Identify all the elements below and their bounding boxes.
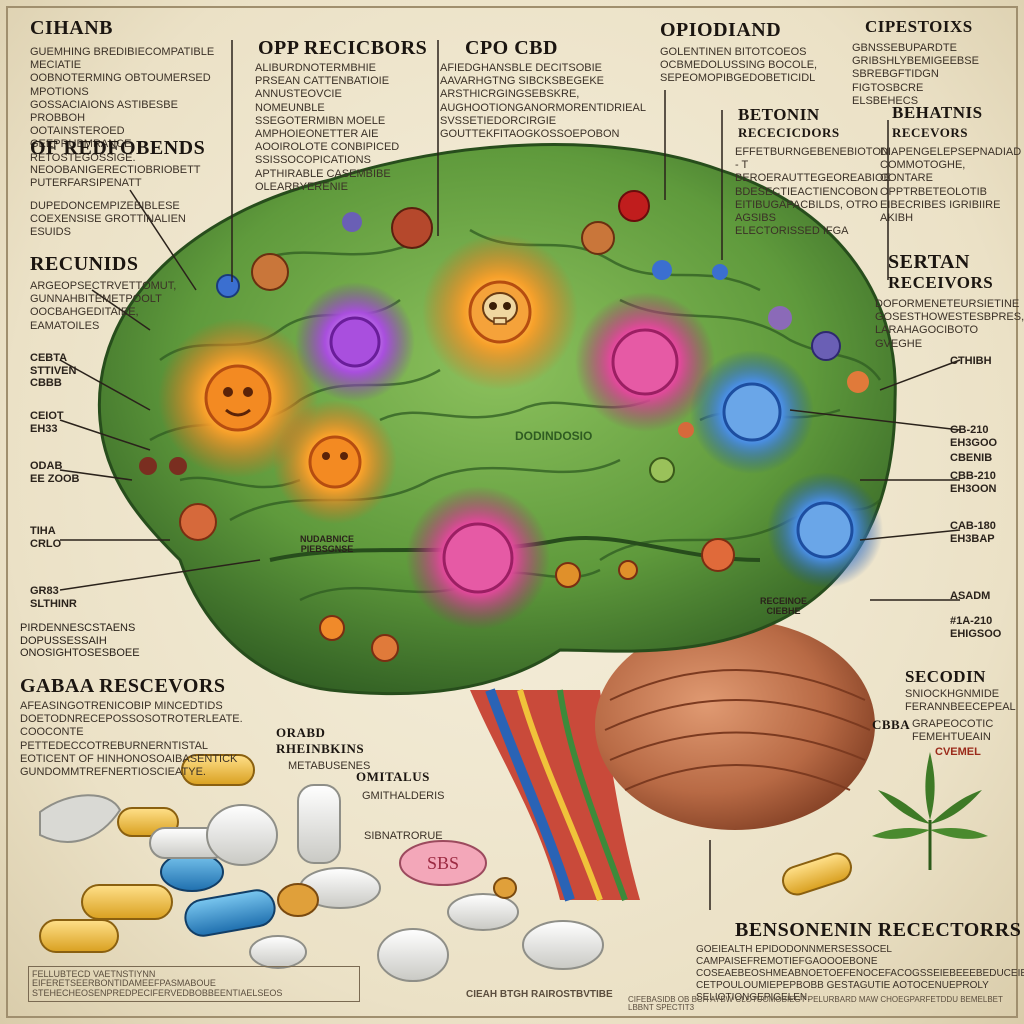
heading-rheinbkins: RHEINBKINS [276,741,365,756]
leader-lines [59,40,961,910]
para-behatnis: DIAPENGELEPSEPNADIAD COMMOTOGHE, CONTARE… [880,146,1022,224]
subheading-cbba: CBBA [872,717,911,732]
heading-secodin: SECODIN [905,667,986,686]
pill-sbs-label: SBS [427,853,459,873]
heading-opp-receptors: OPP RECICBORS [258,37,428,59]
pills [39,754,852,982]
receptor-blue-lower [767,472,883,588]
label-nbsdb: NUDABNICE PIEBSGNSE [300,534,354,555]
heading-chianb: CIHANB [30,17,114,39]
receptor-skull [422,234,578,390]
para-cipestoixs: GBNSSEBUPARDTE GRIBSHLYBEMIGEEBSE SBREBG… [852,42,979,107]
heading-orabd: ORABD [276,725,326,740]
label-tiha: TIHA CRLO [30,525,62,550]
subheading-sertan: RECEIVORS [888,273,994,292]
para-cbbs: SIBNATRORUE [364,830,443,842]
para-bensonenin: GOEIEALTH EPIDODONNMERSESSOCEL CAMPAISEF… [696,944,1024,1003]
label-cbenib: CBENIB [950,452,993,464]
para-redfobends: NEOOBANIGERECTIOBRIOBETT PUTERFARSIPENAT… [30,164,201,190]
label-cthibh: CTHIBH [950,355,992,367]
subheading-betonin: RECECICDORS [738,125,840,140]
para-opiodiand: GOLENTINEN BITOTCOEOS OCBMEDOLUSSING BOC… [660,46,818,85]
heading-betonin: BETONIN [738,105,820,124]
receptor-pink-upper [575,292,715,432]
footer-right: CIFEBASIDB OB BCH AYBW CLOTUOMOBIEGT PEL… [628,995,1003,1013]
cerebellum [595,620,875,830]
receptor-orange-small [273,400,397,524]
heading-gabaa: GABAA RESCEVORS [20,675,226,697]
pill-sbs: SBS [399,840,487,886]
heading-cbd: CPO CBD [465,37,558,59]
heading-sertan: SERTAN [888,251,970,273]
label-piden: PIRDENNESCSTAENS DOPUSSESSAIH ONOSIGHTOS… [20,622,140,660]
para-omitalus: GMITHALDERIS [362,790,445,802]
cannabis-leaf-icon [872,752,988,870]
label-neuron: RECEINOE CIEBHE [760,596,808,617]
para-secodin: SNIOCKHGNMIDE FERANNBEECEPEAL [905,688,1016,714]
label-ceba: CEBTA STTIVEN CBBB [30,352,77,390]
receptor-blue-upper [690,350,814,474]
heading-recunids: RECUNIDS [30,253,139,275]
para-gabaa: AFEASINGOTRENICOBIP MINCEDTIDS DOETODNRE… [20,700,243,778]
label-brain-text: DODINDOSIO [515,429,593,443]
label-ceiot: CEIOT EH33 [30,410,64,435]
para-sertan: DOFORMENETEURSIETINE GOSESTHOWESTESBPRES… [875,298,1024,350]
subheading-behatnis: RECEVORS [892,125,968,140]
heading-behatnis: BEHATNIS [892,103,983,122]
para-chianb: GUEMHING BREDIBIECOMPATIBLE MECIATIE OOB… [30,46,215,164]
para-opp: ALIBURDNOTERMBHIE PRSEAN CATTENBATIOIE A… [255,62,400,193]
para-betonin: EFFETBURNGEBENEBIOTON - T BEROERAUTTEGEO… [735,146,891,238]
label-asadm: ASADM [950,590,991,602]
receptor-purple [295,282,415,402]
heading-cipestoixs: CIPESTOIXS [865,17,973,36]
label-cab: CAB-180 EH3BAP [950,520,996,545]
para-recunids: ARGEOPSECTRVETTOMUT, GUNNAHBITEMETPOOLT … [30,280,177,332]
label-fia: #1A-210 EHIGSOO [950,615,1002,640]
heading-opiodiand: OPIODIAND [660,19,782,41]
label-gbr: GB-210 EH3GOO [950,424,998,449]
molecule-dots [139,190,869,662]
heading-bensonenin: BENSONENIN RECECTORRS [735,919,1022,941]
para-redfobends-2: DUPEDONCEMPIZEBIBLESE COEXENSISE GROTTIN… [30,200,186,239]
label-cvemel: CVEMEL [935,746,981,758]
para-cbd: AFIEDGHANSBLE DECITSOBIE AAVARHGTNG SIBC… [440,62,646,140]
footer-box: FELLUBTECD VAETNSTIYNN EIFERETSEERBONTID… [28,966,360,1003]
label-gr83: GR83 SLTHINR [30,585,77,610]
label-cbab: CBB-210 EH3OON [950,470,997,495]
para-cbba: GRAPEOCOTIC FEMEHTUEAIN [912,718,994,744]
footer-center: CIEAH BTGH RAIROSTBVTIBE [466,989,613,1000]
heading-of-redfobends: OF REDFOBENDS [30,137,206,159]
heading-omitalus: OMITALUS [356,769,430,784]
label-odab: ODAB EE ZOOB [30,460,80,485]
para-orabd: METABUSENES [288,760,371,772]
receptor-pink-lower [406,486,550,630]
